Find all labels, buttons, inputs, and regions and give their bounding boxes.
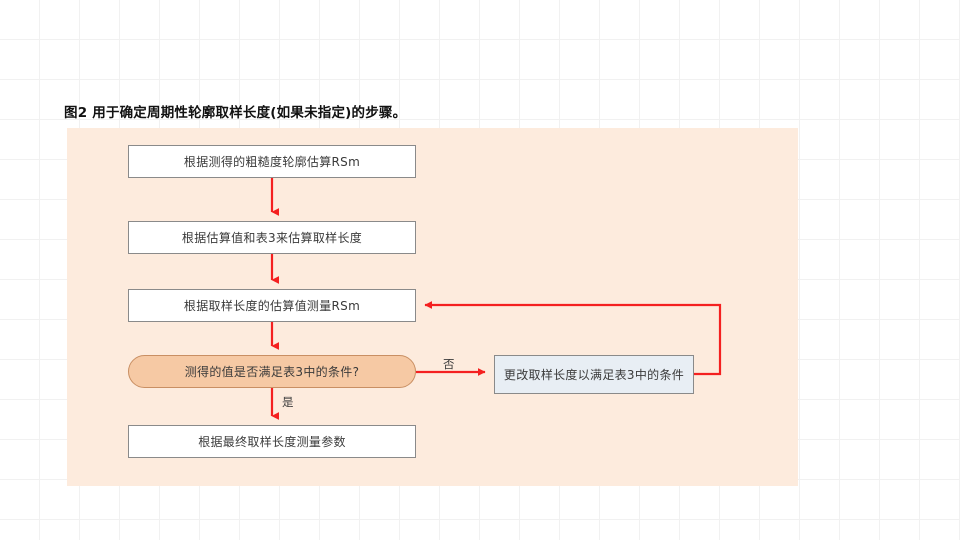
edge-label-no: 否 (443, 357, 455, 371)
flow-node-label: 根据取样长度的估算值测量RSm (183, 299, 361, 313)
flow-node-label: 根据估算值和表3来估算取样长度 (181, 231, 363, 245)
flowchart-panel: 根据测得的粗糙度轮廓估算RSm 根据估算值和表3来估算取样长度 根据取样长度的估… (67, 128, 798, 486)
flow-node-label: 根据最终取样长度测量参数 (198, 435, 346, 449)
flow-node-change-length: 更改取样长度以满足表3中的条件 (494, 355, 694, 394)
flow-node-label: 测得的值是否满足表3中的条件? (184, 365, 360, 379)
flow-node-estimate-rsm: 根据测得的粗糙度轮廓估算RSm (128, 145, 416, 178)
edge-label-yes: 是 (282, 395, 294, 409)
flow-node-final-measure: 根据最终取样长度测量参数 (128, 425, 416, 458)
flow-node-label: 更改取样长度以满足表3中的条件 (503, 368, 685, 382)
flow-node-estimate-length: 根据估算值和表3来估算取样长度 (128, 221, 416, 254)
flow-node-label: 根据测得的粗糙度轮廓估算RSm (183, 155, 361, 169)
flow-node-decision-condition: 测得的值是否满足表3中的条件? (128, 355, 416, 388)
flow-node-measure-rsm: 根据取样长度的估算值测量RSm (128, 289, 416, 322)
figure-caption: 图2 用于确定周期性轮廓取样长度(如果未指定)的步骤。 (64, 105, 407, 121)
